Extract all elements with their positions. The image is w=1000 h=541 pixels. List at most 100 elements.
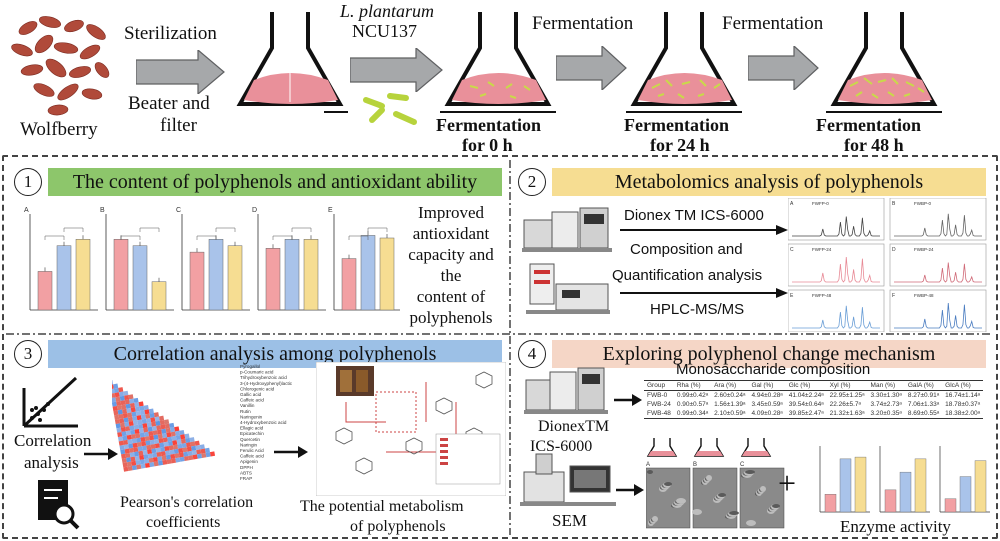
heatmap-cell bbox=[123, 444, 129, 450]
heatmap-label: Naringin bbox=[240, 442, 258, 447]
sem-panel: C bbox=[739, 438, 785, 529]
pearson-label: Pearson's correlation bbox=[120, 494, 254, 511]
bar bbox=[884, 489, 897, 513]
heatmap-cell bbox=[135, 410, 141, 416]
heatmap-cell bbox=[116, 400, 122, 406]
conclusion-line: content of bbox=[416, 287, 486, 306]
bacteria-strain: NCU137 bbox=[352, 21, 418, 41]
enzyme-label: Enzyme activity bbox=[840, 517, 951, 536]
heatmap-label: Rutin bbox=[240, 409, 251, 414]
significance-bracket bbox=[44, 235, 65, 240]
table-cell: 18.38±2.00ᵃ bbox=[942, 409, 984, 419]
heatmap-cell bbox=[142, 449, 148, 455]
table-cell: 1.56±1.39ᵃ bbox=[714, 401, 746, 408]
table-header: Group bbox=[644, 380, 674, 391]
heatmap-cell bbox=[149, 439, 155, 445]
heatmap-cell bbox=[133, 397, 139, 403]
flask-liquid bbox=[742, 451, 770, 456]
bar bbox=[839, 458, 852, 513]
heatmap-cell bbox=[134, 402, 140, 408]
heatmap-cell bbox=[121, 431, 127, 437]
heatmap-cell bbox=[137, 446, 143, 452]
heatmap-label: Caffeic acid bbox=[240, 454, 264, 459]
heatmap-cell bbox=[124, 399, 130, 405]
arrow-icon bbox=[84, 448, 118, 460]
chart-letter: B bbox=[100, 207, 105, 214]
heatmap-cell bbox=[129, 402, 136, 409]
table-cell: 16.74±1.14ᵃ bbox=[945, 392, 981, 399]
table-header: Glc (%) bbox=[785, 380, 827, 391]
heatmap-cell bbox=[185, 437, 191, 443]
ics-6000-label: Dionex TM ICS-6000 bbox=[624, 207, 764, 224]
sem-texture bbox=[692, 509, 702, 515]
heatmap-cell bbox=[166, 459, 172, 465]
panel-2-header: Metabolomics analysis of polyphenols bbox=[552, 168, 986, 196]
ics-label-1: DionexTM bbox=[538, 418, 610, 435]
heatmap-cell bbox=[156, 451, 162, 457]
heatmap-cell bbox=[209, 451, 216, 457]
chromatogram-letter: B bbox=[892, 201, 896, 207]
heatmap-cell bbox=[149, 462, 155, 468]
heatmap-cell bbox=[120, 449, 126, 455]
table-cell: 4.09±0.28ᵃ bbox=[748, 409, 786, 419]
heatmap-cell bbox=[144, 462, 151, 468]
heatmap-cell bbox=[188, 455, 194, 461]
heatmap-cell bbox=[148, 408, 154, 414]
heatmap-cell bbox=[117, 431, 123, 438]
heatmap-cell bbox=[175, 457, 181, 463]
heatmap-cell bbox=[170, 453, 176, 460]
chromatogram-frame bbox=[788, 198, 885, 241]
heatmap-cell bbox=[147, 449, 153, 455]
heatmap-cell bbox=[164, 419, 170, 425]
bacteria-name: L. plantarum bbox=[340, 1, 435, 21]
heatmap-cell bbox=[124, 395, 130, 401]
filter-label: filter bbox=[160, 115, 197, 136]
heatmap-cell bbox=[137, 419, 143, 425]
heatmap-cell bbox=[151, 448, 157, 454]
heatmap-cell bbox=[117, 436, 124, 442]
heatmap-cell bbox=[131, 411, 137, 417]
heatmap-cell bbox=[141, 418, 147, 424]
chart-letter: A bbox=[24, 207, 29, 214]
chromatogram-frame bbox=[788, 289, 885, 332]
heatmap-cell bbox=[189, 437, 195, 443]
arrow-icon bbox=[274, 446, 308, 458]
table-header: Gal (%) bbox=[748, 380, 786, 391]
stage-48-time: for 48 h bbox=[844, 135, 904, 155]
heatmap-cell bbox=[115, 423, 121, 429]
bar bbox=[265, 248, 281, 311]
heatmap-cell bbox=[154, 416, 160, 422]
significance-bracket bbox=[63, 227, 84, 232]
bar bbox=[284, 239, 300, 311]
heatmap-cell bbox=[133, 424, 139, 430]
heatmap-cell bbox=[167, 440, 174, 447]
table-row: FWB-24 0.90±0.57ᵃ 1.56±1.39ᵃ 3.45±0.59ᵃ … bbox=[644, 400, 983, 409]
heatmap-cell bbox=[132, 420, 139, 426]
heatmap-cell bbox=[136, 415, 142, 421]
heatmap-cell bbox=[136, 464, 142, 470]
heatmap-cell bbox=[172, 440, 178, 446]
heatmap-cell bbox=[134, 428, 140, 435]
heatmap-cell bbox=[122, 408, 128, 414]
chromatogram-trace bbox=[894, 302, 982, 329]
heatmap-cell bbox=[175, 430, 181, 436]
heatmap-cell bbox=[118, 387, 124, 393]
heatmap-cell bbox=[128, 443, 134, 449]
heatmap-cell bbox=[157, 456, 163, 462]
sem-texture bbox=[745, 470, 755, 474]
heatmap-cell bbox=[205, 452, 211, 458]
heatmap-cell bbox=[169, 427, 176, 433]
heatmap-cell bbox=[136, 441, 142, 448]
heatmap-cell bbox=[118, 440, 124, 446]
heatmap-label: p-Coumaric acid bbox=[240, 370, 274, 375]
heatmap-cell bbox=[153, 434, 159, 440]
bar-chart: C bbox=[176, 207, 250, 311]
heatmap-cell bbox=[125, 452, 131, 458]
metabolism-label-2: of polyphenols bbox=[350, 518, 446, 535]
heatmap-cell bbox=[118, 391, 125, 397]
heatmap-cell bbox=[186, 446, 192, 452]
conclusion-line: polyphenols bbox=[409, 308, 493, 327]
